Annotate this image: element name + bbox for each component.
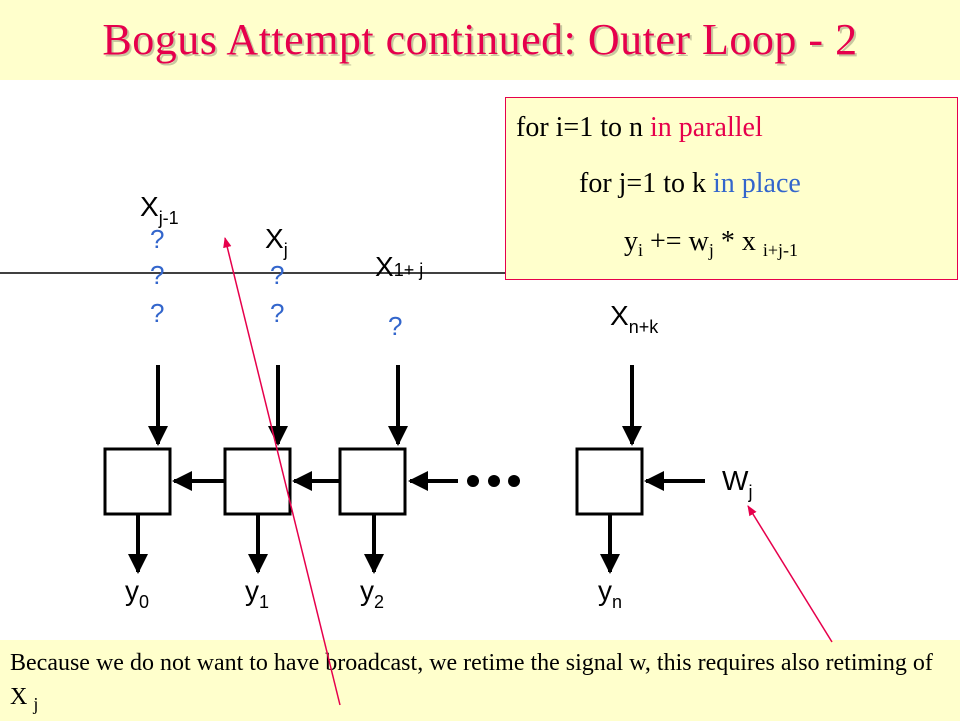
input-label-xj: Xj — [265, 223, 288, 260]
question-mark: ? — [270, 298, 284, 328]
output-label-yn: yn — [598, 575, 622, 612]
code-line-outer: for i=1 to n in parallel — [516, 112, 763, 144]
caption-box: Because we do not want to have broadcast… — [0, 640, 960, 720]
question-mark: ? — [388, 311, 402, 341]
question-mark: ? — [270, 260, 284, 290]
code-line-inner: for j=1 to k in place — [579, 168, 801, 200]
input-label-xnk: Xn+k — [610, 300, 659, 337]
question-mark: ? — [150, 260, 164, 290]
ellipsis-dot — [508, 475, 520, 487]
title-band: Bogus Attempt continued: Outer Loop - 2 — [0, 0, 960, 80]
code-text: for j=1 to k — [579, 168, 713, 199]
input-label-xj-1: Xj-1 — [140, 191, 179, 228]
cell-box — [338, 447, 407, 516]
question-mark: ? — [150, 224, 164, 254]
output-label-y2: y2 — [360, 575, 384, 612]
cell-box — [575, 447, 644, 516]
cell-box — [103, 447, 172, 516]
output-label-y0: y0 — [125, 575, 149, 612]
code-text: for i=1 to n — [516, 112, 650, 143]
caption-text: Because we do not want to have broadcast… — [10, 650, 933, 714]
output-label-y1: y1 — [245, 575, 269, 612]
cell-box — [223, 447, 292, 516]
in-place-keyword: in place — [713, 168, 801, 199]
ellipsis-dot — [488, 475, 500, 487]
question-mark: ? — [150, 298, 164, 328]
code-line-body: yi += wj * x i+j-1 — [624, 226, 798, 260]
parallel-keyword: in parallel — [650, 112, 763, 143]
weight-label: Wj — [722, 465, 752, 502]
pseudocode-box: for i=1 to n in parallel for j=1 to k in… — [505, 97, 958, 280]
slide-title: Bogus Attempt continued: Outer Loop - 2 — [102, 15, 858, 64]
input-label-x1j: X1+ j — [375, 251, 423, 282]
ellipsis-dot — [467, 475, 479, 487]
